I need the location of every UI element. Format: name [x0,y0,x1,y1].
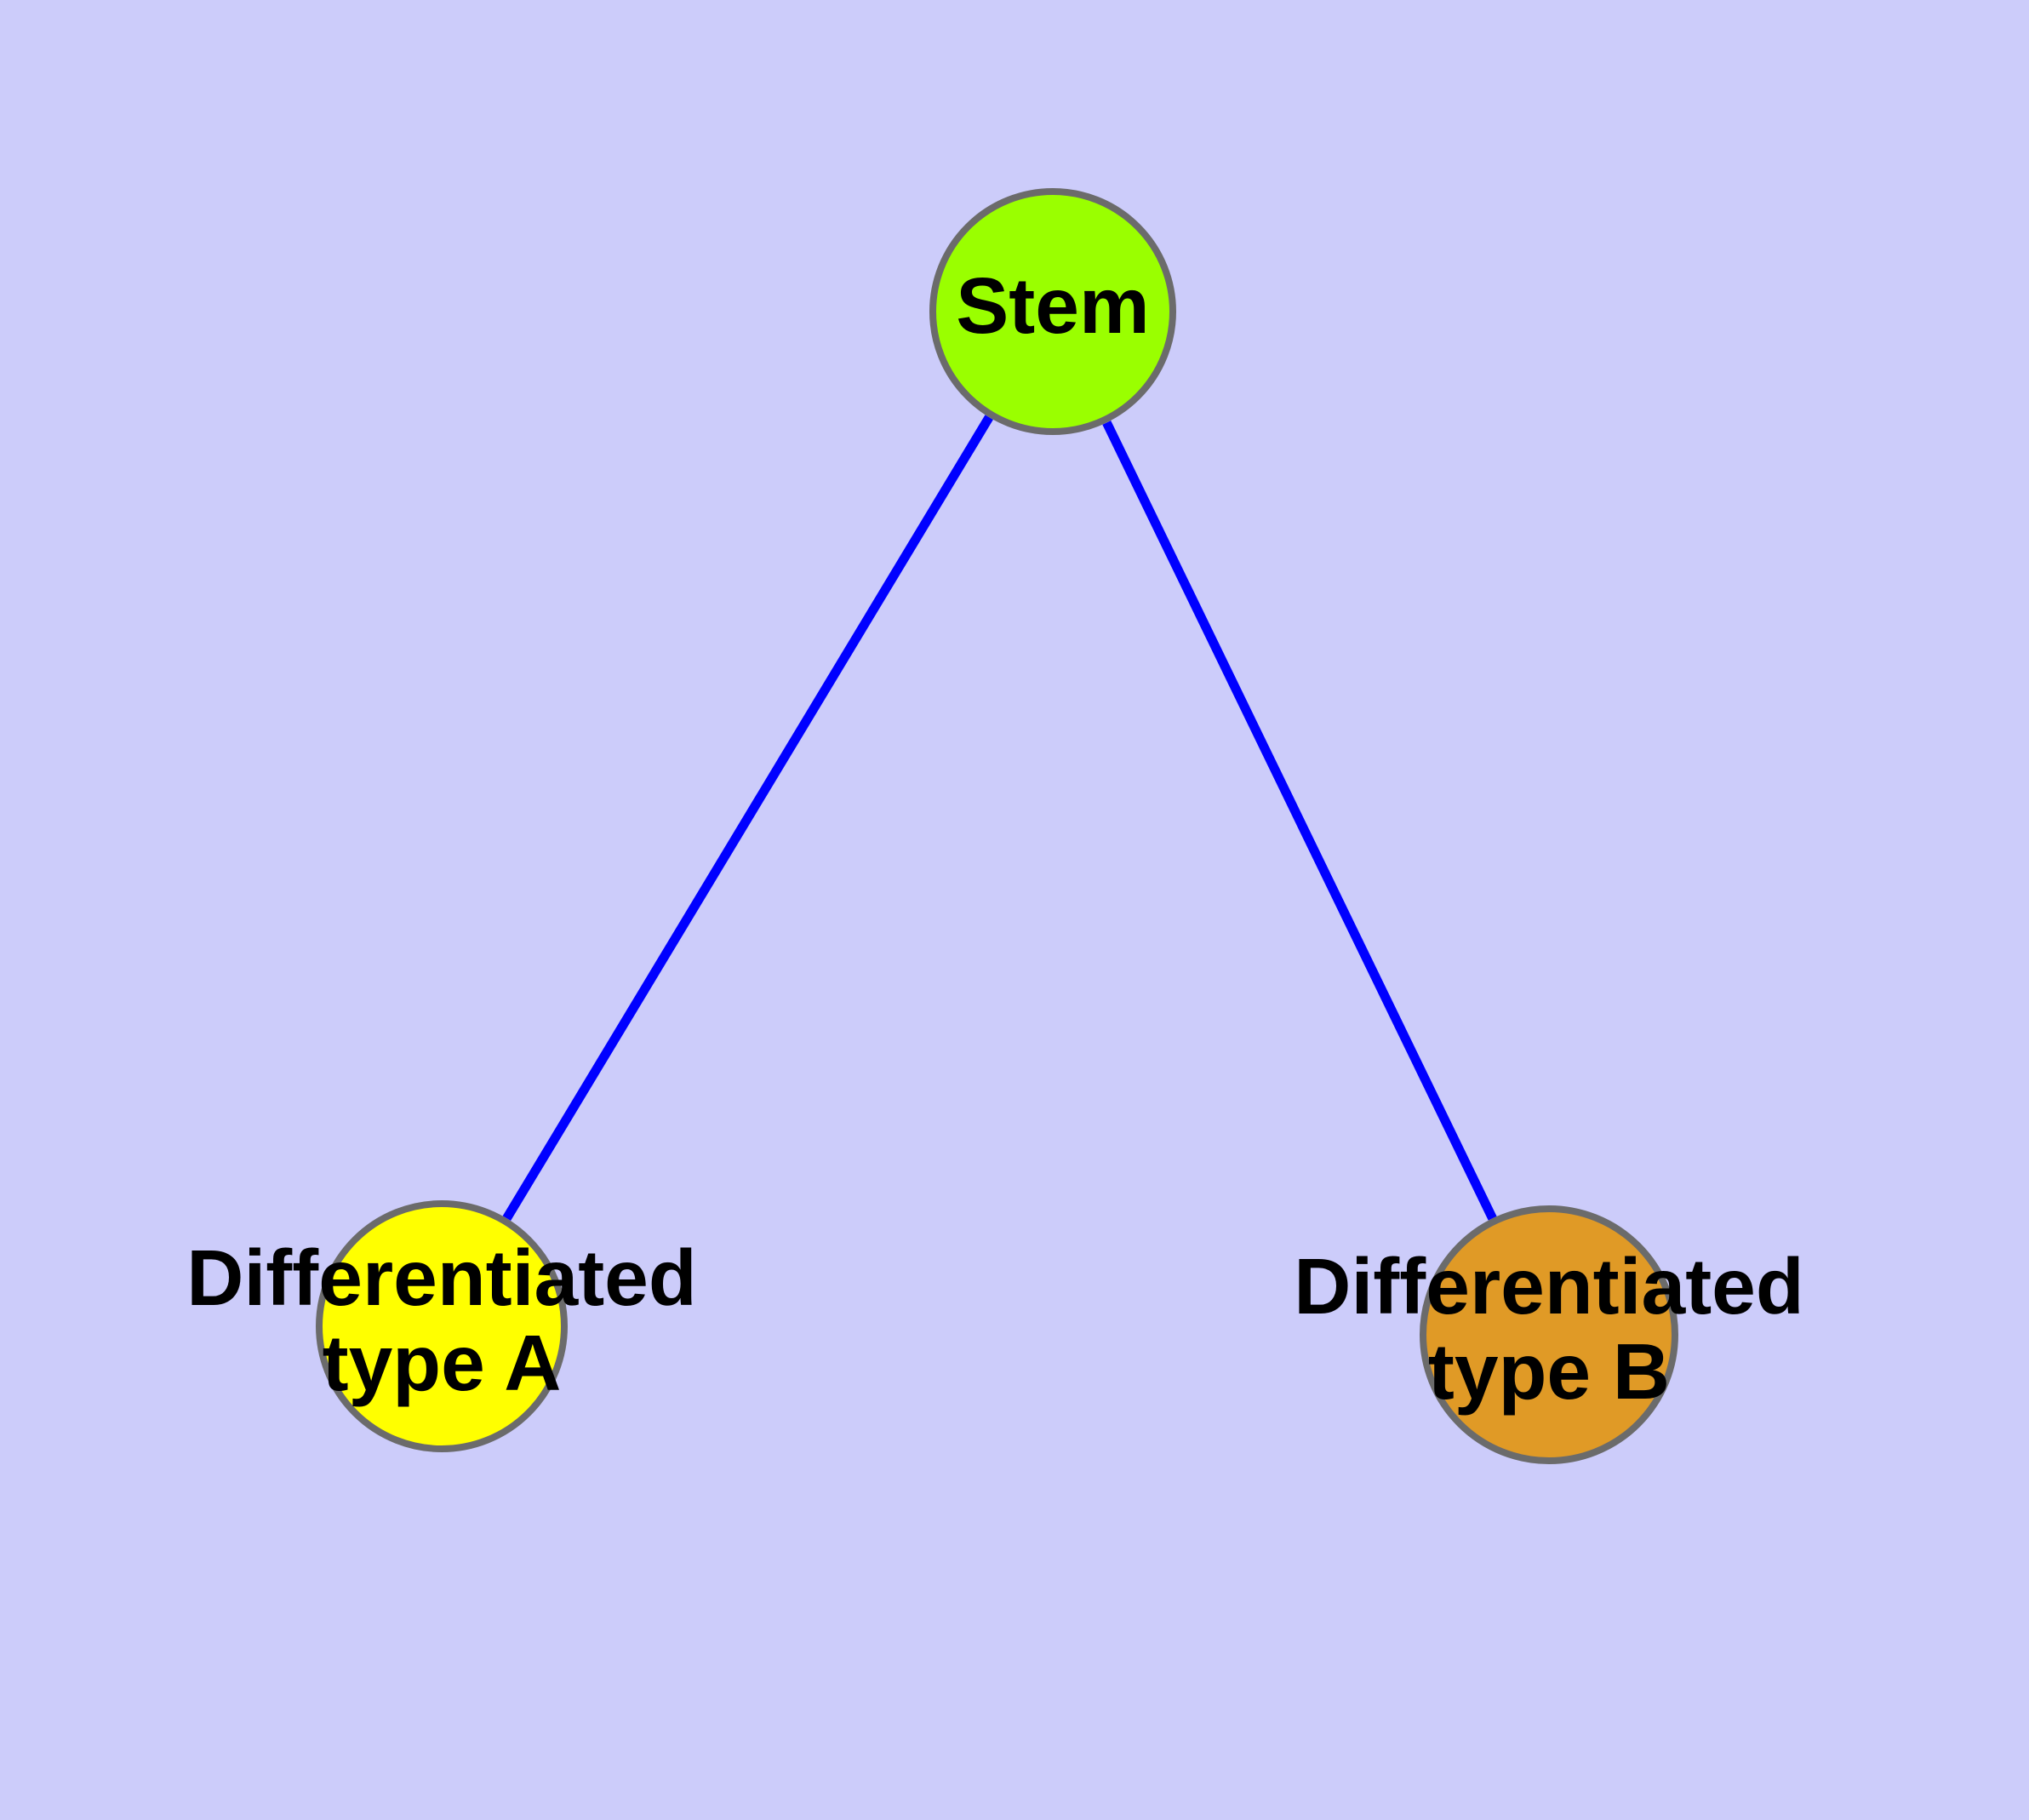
node-label-line: Stem [956,261,1149,350]
node-label-line: Differentiated [1294,1242,1803,1331]
node-label-line: type B [1428,1327,1670,1416]
graph-edge-stem-to-diff-a[interactable] [502,415,993,1222]
nodes-group [316,188,1678,1464]
graph-edge-stem-to-diff-b[interactable] [1102,421,1497,1221]
graph-node-diff-b[interactable] [1420,1205,1678,1464]
edges-group [502,415,1497,1222]
graph-node-diff-a[interactable] [316,1200,568,1452]
node-label-line: type A [323,1319,562,1407]
node-label-line: Differentiated [186,1233,696,1322]
node-label-stem: Stem [956,261,1149,350]
graph-node-stem[interactable] [929,188,1176,435]
